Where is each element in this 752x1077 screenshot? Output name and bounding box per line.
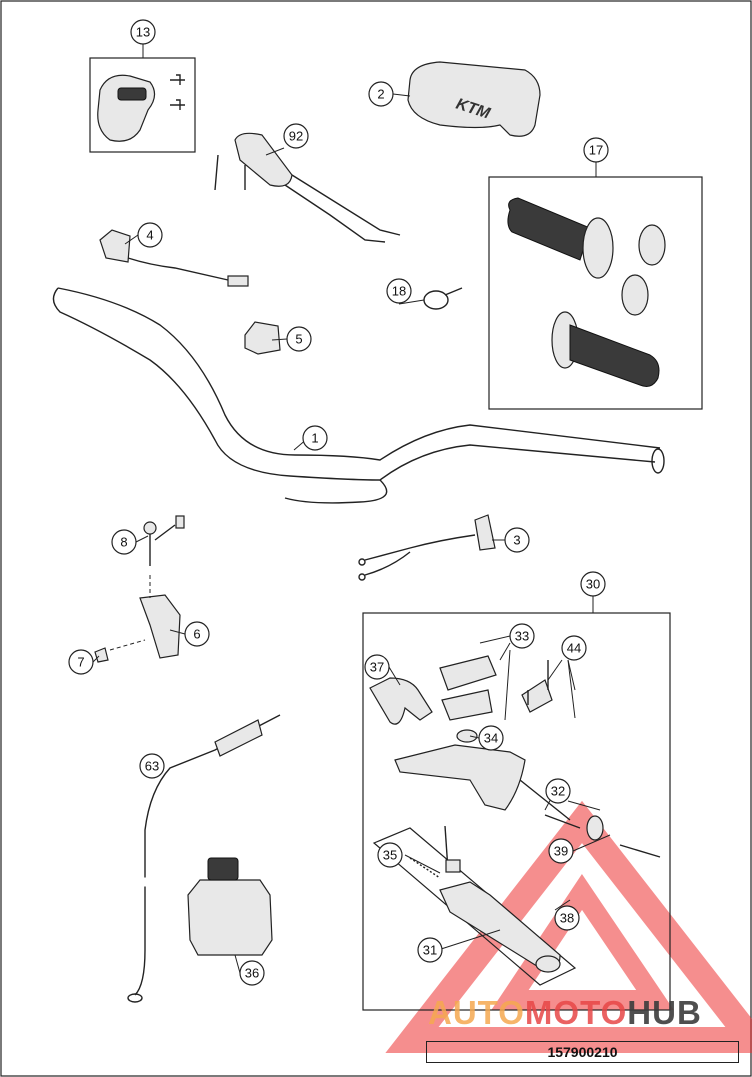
svg-text:36: 36 xyxy=(245,966,259,981)
callout-35: 35 xyxy=(377,842,403,868)
svg-text:38: 38 xyxy=(560,911,574,926)
svg-text:2: 2 xyxy=(377,87,384,102)
callout-37: 37 xyxy=(364,654,390,680)
callout-63: 63 xyxy=(139,753,165,779)
svg-text:17: 17 xyxy=(589,143,603,158)
svg-text:13: 13 xyxy=(136,25,150,40)
callout-4: 4 xyxy=(137,222,163,248)
part-18-cable-tie xyxy=(423,287,463,310)
callout-7: 7 xyxy=(68,649,94,675)
callout-2: 2 xyxy=(368,81,394,107)
svg-text:8: 8 xyxy=(120,535,127,550)
watermark-text-moto: MOTO xyxy=(524,994,628,1031)
callout-39: 39 xyxy=(548,838,574,864)
svg-text:6: 6 xyxy=(193,627,200,642)
callout-17: 17 xyxy=(583,137,609,163)
part-3-switch xyxy=(358,514,496,581)
callout-31: 31 xyxy=(417,937,443,963)
svg-text:63: 63 xyxy=(145,759,159,774)
callout-32: 32 xyxy=(545,778,571,804)
svg-text:44: 44 xyxy=(567,641,581,656)
svg-text:1: 1 xyxy=(311,431,318,446)
svg-text:30: 30 xyxy=(586,577,600,592)
callout-1: 1 xyxy=(302,425,328,451)
callout-38: 38 xyxy=(554,905,580,931)
callout-36: 36 xyxy=(239,960,265,986)
svg-text:35: 35 xyxy=(383,848,397,863)
part-31-35-38-lever-box xyxy=(372,825,577,986)
watermark-text: AUTOMOTOHUB xyxy=(428,994,702,1032)
callout-34: 34 xyxy=(478,725,504,751)
svg-text:7: 7 xyxy=(77,655,84,670)
svg-text:92: 92 xyxy=(289,129,303,144)
svg-text:31: 31 xyxy=(423,943,437,958)
callout-30: 30 xyxy=(580,571,606,597)
part-36-fluid-bottle xyxy=(187,857,273,956)
part-13-switch-housing-box xyxy=(89,57,196,153)
part-92-throttle-assembly xyxy=(214,132,401,243)
callout-5: 5 xyxy=(286,326,312,352)
part-63-brake-hose xyxy=(127,714,281,1003)
svg-text:5: 5 xyxy=(295,332,302,347)
callout-3: 3 xyxy=(504,527,530,553)
leader-lines xyxy=(92,44,611,974)
part-30-clutch-master-box xyxy=(362,612,671,1011)
document-number: 157900210 xyxy=(426,1041,739,1063)
callout-18: 18 xyxy=(386,278,412,304)
svg-text:3: 3 xyxy=(513,533,520,548)
watermark-text-auto: AUTO xyxy=(428,994,525,1031)
callout-33: 33 xyxy=(509,623,535,649)
part-8-part-6-part-7-switch-assembly xyxy=(94,515,185,663)
part-4-switch xyxy=(99,229,249,287)
svg-text:18: 18 xyxy=(392,284,406,299)
svg-text:39: 39 xyxy=(554,844,568,859)
svg-text:4: 4 xyxy=(146,228,153,243)
part-2-bar-pad: KTM xyxy=(407,61,541,137)
callout-44: 44 xyxy=(561,635,587,661)
part-5-clamp xyxy=(244,321,281,355)
callout-92: 92 xyxy=(283,123,309,149)
watermark-text-hub: HUB xyxy=(627,994,702,1031)
svg-text:37: 37 xyxy=(370,660,384,675)
part-17-grips-box xyxy=(488,176,703,410)
callout-13: 13 xyxy=(130,19,156,45)
callout-6: 6 xyxy=(184,621,210,647)
svg-text:32: 32 xyxy=(551,784,565,799)
part-1-handlebar xyxy=(52,287,665,504)
svg-text:33: 33 xyxy=(515,629,529,644)
callout-8: 8 xyxy=(111,529,137,555)
svg-text:34: 34 xyxy=(484,731,498,746)
